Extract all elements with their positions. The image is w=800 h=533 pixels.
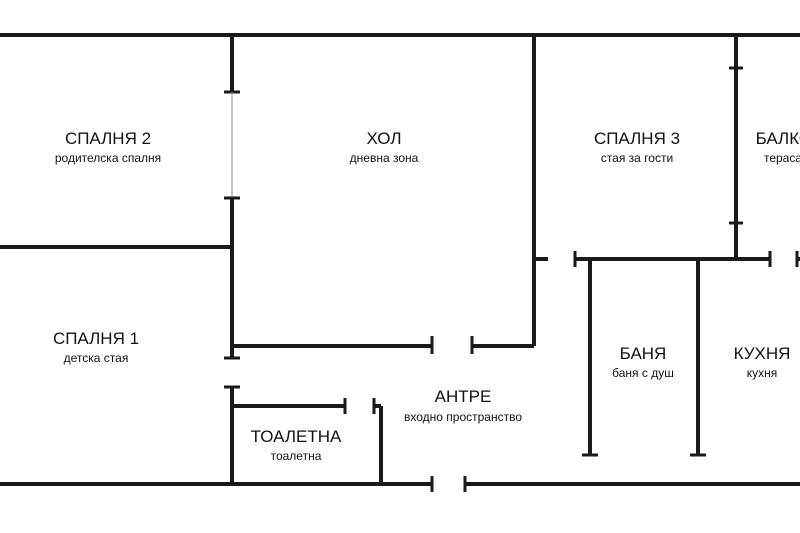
room-label-entrance: АНТРЕ входно пространство <box>404 387 522 424</box>
room-name: СПАЛНЯ 2 <box>65 129 151 148</box>
room-name: СПАЛНЯ 1 <box>53 329 139 348</box>
room-label-bathroom: БАНЯ баня с душ <box>612 344 674 380</box>
room-label-bedroom3: СПАЛНЯ 3 стая за гости <box>594 129 680 165</box>
room-subtitle: баня с душ <box>612 366 674 380</box>
room-subtitle: родителска спалня <box>55 151 161 165</box>
room-subtitle: тераса <box>764 151 800 165</box>
room-name: КУХНЯ <box>734 344 791 363</box>
room-subtitle: входно пространство <box>404 410 522 424</box>
room-subtitle: кухня <box>747 366 778 380</box>
room-subtitle: тоалетна <box>271 449 322 463</box>
room-label-bedroom2: СПАЛНЯ 2 родителска спалня <box>55 129 161 165</box>
room-label-balcony: БАЛКОН тераса <box>756 129 800 165</box>
room-label-hall: ХОЛ дневна зона <box>350 129 419 165</box>
room-label-bedroom1: СПАЛНЯ 1 детска стая <box>53 329 139 365</box>
room-name: БАНЯ <box>620 344 667 363</box>
room-name: СПАЛНЯ 3 <box>594 129 680 148</box>
room-label-kitchen: КУХНЯ кухня <box>734 344 791 380</box>
room-subtitle: дневна зона <box>350 151 419 165</box>
room-subtitle: стая за гости <box>601 151 673 165</box>
room-subtitle: детска стая <box>64 351 129 365</box>
room-name: АНТРЕ <box>435 387 492 406</box>
room-name: ХОЛ <box>367 129 402 148</box>
room-label-toilet: ТОАЛЕТНА тоалетна <box>251 427 342 463</box>
room-name: БАЛКОН <box>756 129 800 148</box>
room-name: ТОАЛЕТНА <box>251 427 342 446</box>
